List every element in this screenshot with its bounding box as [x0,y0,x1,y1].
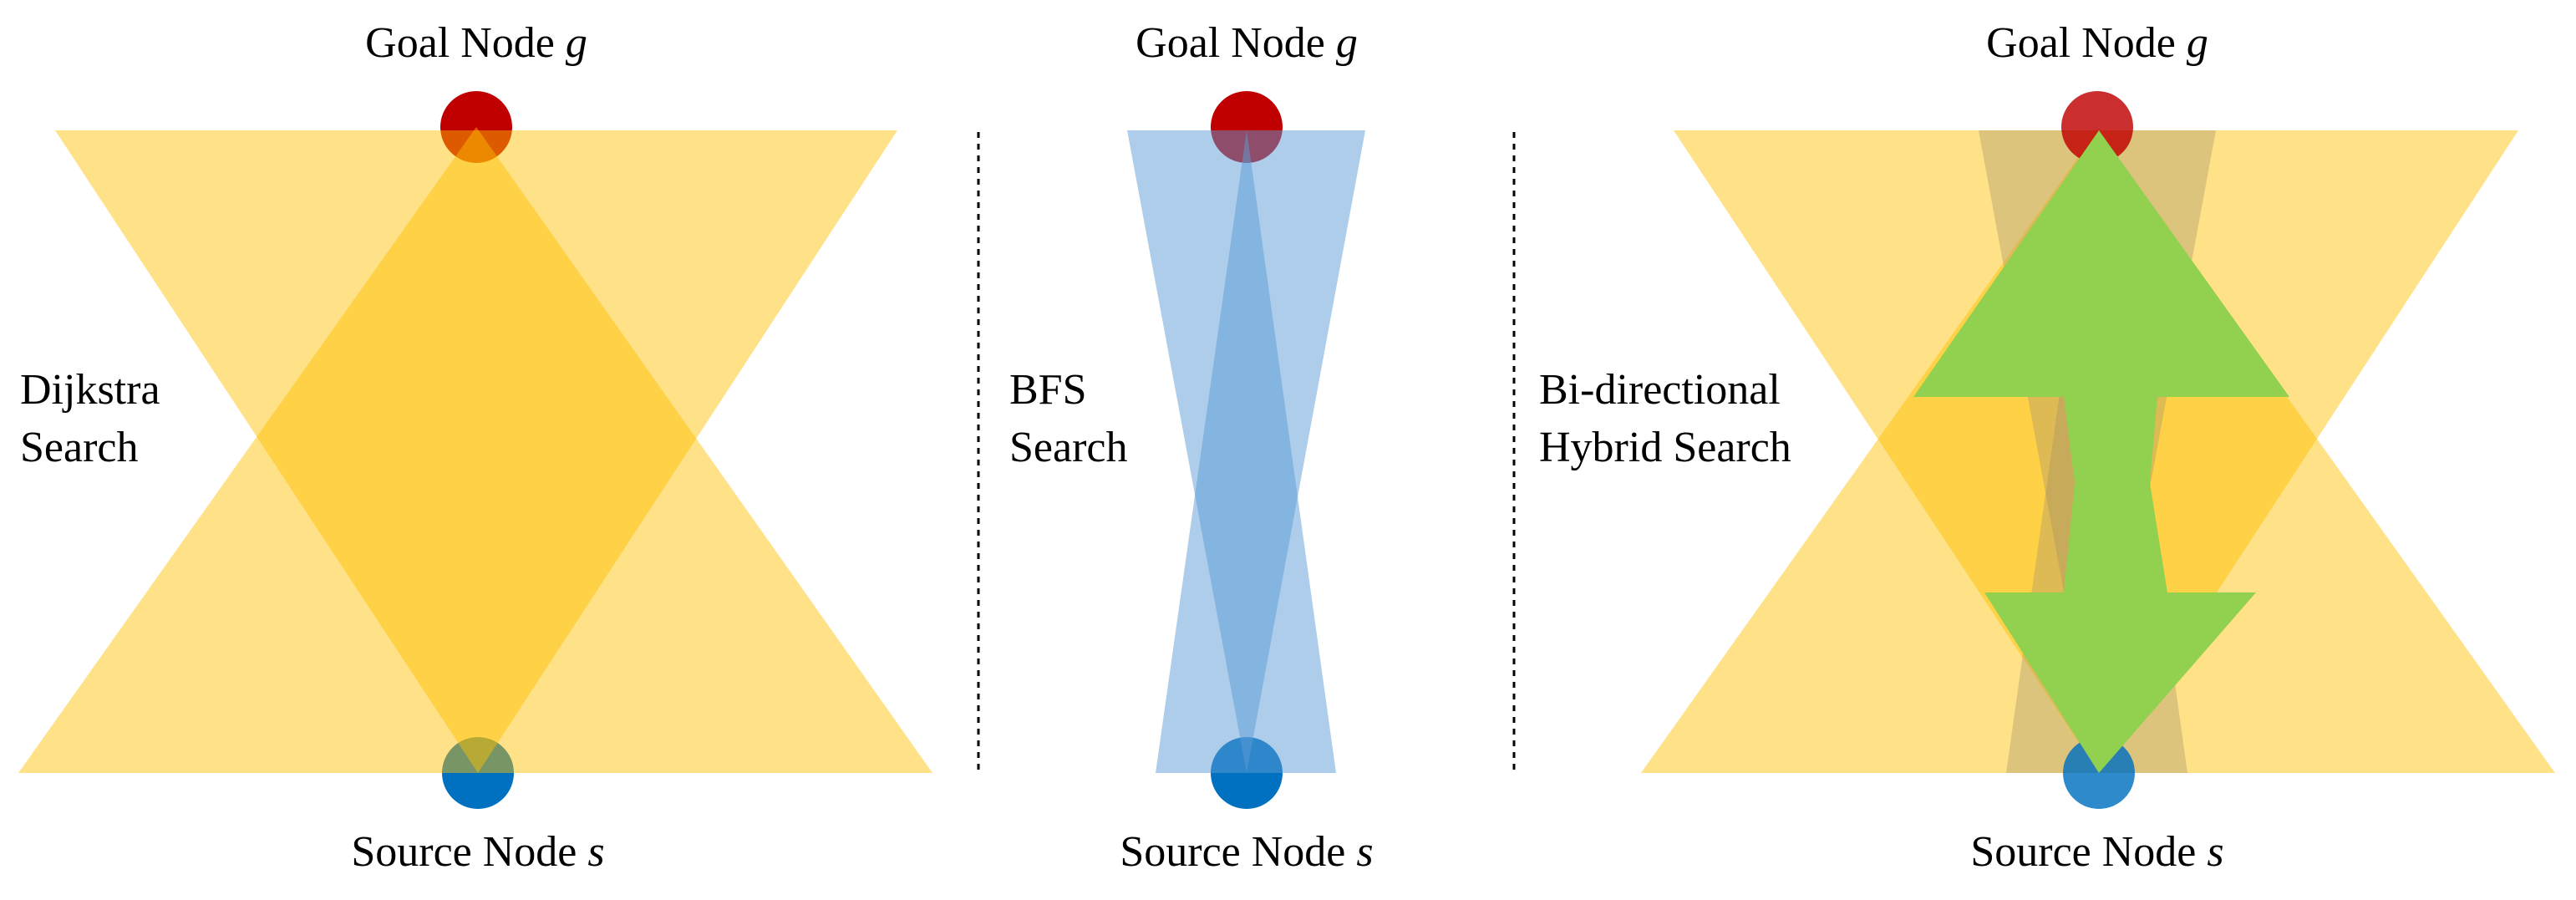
dijkstra-source-label-text: Source Node [351,828,588,876]
dijkstra-source-search-cone [18,127,932,773]
hybrid-source-label-text: Source Node [1970,828,2208,876]
bfs-goal-label-var: g [1335,19,1358,67]
bfs-source-label: Source Node s [1120,824,1373,882]
dijkstra-goal-label: Goal Node g [365,15,587,73]
dijkstra-method-label-line1: Dijkstra [20,366,160,414]
hybrid-goal-label-text: Goal Node [1986,19,2187,67]
dijkstra-source-label: Source Node s [351,824,604,882]
dijkstra-source-node [442,737,514,809]
bfs-goal-label: Goal Node g [1136,15,1358,73]
dijkstra-panel [18,91,932,809]
dijkstra-goal-search-cone [55,130,897,773]
dijkstra-goal-node [440,91,512,163]
hybrid-source-label-var: s [2207,828,2224,876]
bfs-source-label-var: s [1356,828,1374,876]
bfs-method-label-line2: Search [1009,423,1128,471]
hybrid-source-label: Source Node s [1970,824,2223,882]
hybrid-method-label: Bi-directional Hybrid Search [1539,362,1791,476]
hybrid-goal-node [2061,91,2133,163]
dijkstra-source-label-var: s [587,828,605,876]
bfs-source-label-text: Source Node [1120,828,1357,876]
bfs-panel [1127,91,1365,809]
dijkstra-method-label: Dijkstra Search [20,362,160,476]
dijkstra-goal-label-text: Goal Node [365,19,566,67]
bfs-method-label: BFS Search [1009,362,1127,476]
bfs-goal-label-text: Goal Node [1136,19,1336,67]
dijkstra-goal-label-var: g [565,19,587,67]
hybrid-method-label-line1: Bi-directional [1539,366,1781,414]
hybrid-method-label-line2: Hybrid Search [1539,423,1791,471]
hybrid-goal-label: Goal Node g [1986,15,2208,73]
hybrid-panel [1641,91,2555,809]
hybrid-goal-label-var: g [2186,19,2208,67]
dijkstra-method-label-line2: Search [20,423,139,471]
hybrid-meeting-region [1913,130,2289,773]
bfs-method-label-line1: BFS [1009,366,1087,414]
bfs-goal-search-cone [1127,130,1365,773]
